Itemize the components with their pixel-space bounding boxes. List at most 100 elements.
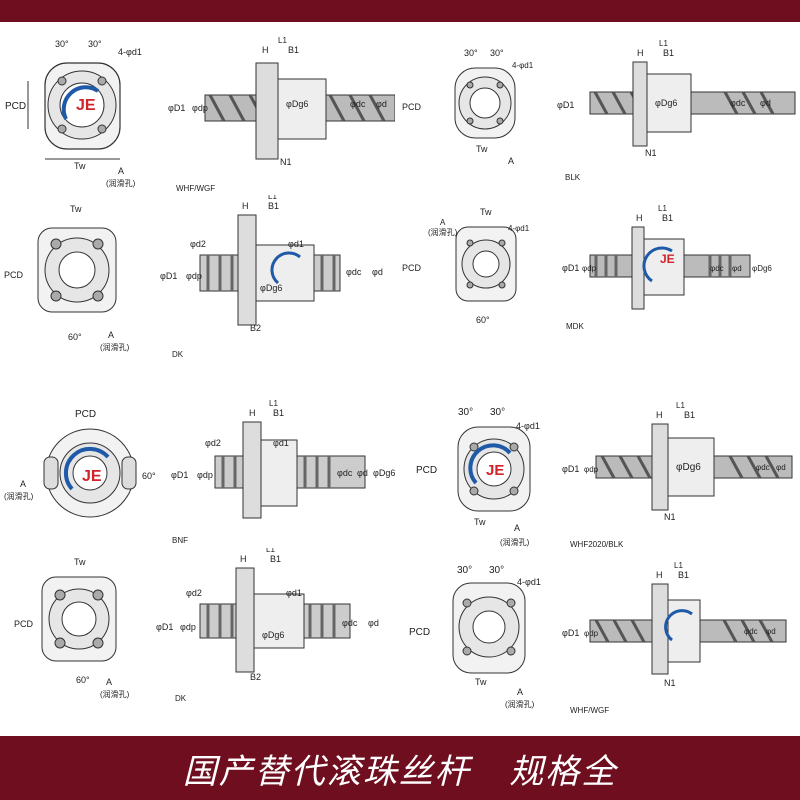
svg-text:L1: L1	[266, 548, 275, 554]
svg-text:30°: 30°	[490, 48, 504, 58]
whf2020-end-view: JE 30° 30° 4-φd1 PCD Tw A (润滑孔)	[416, 407, 540, 547]
svg-text:(润滑孔): (润滑孔)	[505, 699, 535, 709]
svg-text:L1: L1	[676, 401, 685, 410]
svg-text:JE: JE	[82, 468, 102, 485]
caption-bnf: BNF	[172, 536, 188, 545]
svg-text:60°: 60°	[68, 332, 82, 342]
svg-text:B1: B1	[684, 410, 695, 420]
svg-text:φdp: φdp	[584, 465, 599, 474]
svg-text:B1: B1	[273, 408, 284, 418]
caption-dk-2: DK	[175, 694, 187, 703]
caption-whf-wgf: WHF/WGF	[176, 184, 216, 193]
svg-text:φd: φd	[766, 627, 776, 636]
svg-text:B2: B2	[250, 323, 261, 333]
svg-text:30°: 30°	[490, 407, 505, 418]
svg-text:H: H	[656, 570, 663, 580]
svg-text:φdp: φdp	[584, 629, 599, 638]
svg-text:φdc: φdc	[350, 99, 366, 109]
svg-text:Tw: Tw	[474, 517, 486, 527]
svg-text:A: A	[118, 166, 124, 176]
svg-text:Tw: Tw	[74, 557, 86, 567]
svg-text:30°: 30°	[458, 407, 473, 418]
svg-text:H: H	[240, 554, 247, 564]
svg-text:30°: 30°	[88, 39, 102, 49]
svg-text:B1: B1	[663, 48, 674, 58]
svg-text:φD1: φD1	[171, 470, 188, 480]
svg-text:H: H	[636, 213, 643, 223]
caption-dk: DK	[172, 350, 184, 359]
svg-text:φd: φd	[357, 468, 368, 478]
svg-text:φD1: φD1	[562, 263, 579, 273]
bottom-banner: 国产替代滚珠丝杆 规格全	[0, 736, 800, 800]
svg-text:φd2: φd2	[205, 438, 221, 448]
svg-text:φdp: φdp	[186, 271, 202, 281]
svg-text:H: H	[656, 410, 663, 420]
svg-text:φdp: φdp	[197, 470, 213, 480]
svg-text:A: A	[108, 330, 114, 340]
svg-text:φdc: φdc	[342, 618, 358, 628]
svg-text:60°: 60°	[76, 675, 90, 685]
svg-text:(润滑孔): (润滑孔)	[428, 227, 458, 237]
logo-mark: JE	[76, 97, 96, 114]
svg-text:H: H	[262, 45, 269, 55]
svg-text:φDg6: φDg6	[260, 283, 282, 293]
svg-text:φDg6: φDg6	[676, 462, 701, 473]
mdk-side-view: JE H B1 L1 φD1 φdp φdc φd φDg6	[562, 205, 772, 310]
blk-side-view: H B1 L1 φD1 φDg6 φdc φd N1	[557, 40, 796, 158]
svg-text:φD1: φD1	[160, 271, 177, 281]
svg-text:4-φd1: 4-φd1	[512, 61, 534, 70]
svg-text:B1: B1	[678, 570, 689, 580]
svg-text:B1: B1	[662, 213, 673, 223]
svg-text:PCD: PCD	[75, 409, 96, 420]
svg-text:A: A	[106, 677, 112, 687]
svg-text:φD1: φD1	[156, 622, 173, 632]
svg-text:L1: L1	[674, 561, 683, 570]
svg-text:φDg6: φDg6	[373, 468, 395, 478]
svg-text:N1: N1	[645, 148, 657, 158]
svg-text:φd: φd	[376, 99, 387, 109]
svg-text:4-φd1: 4-φd1	[118, 47, 142, 57]
bnf-end-view: JE PCD 60° A (润滑孔)	[4, 409, 156, 518]
svg-text:PCD: PCD	[402, 263, 422, 273]
svg-text:φdc: φdc	[756, 463, 770, 472]
caption-whf-wgf-2: WHF/WGF	[570, 706, 610, 715]
svg-text:(润滑孔): (润滑孔)	[106, 178, 136, 188]
svg-text:N1: N1	[280, 157, 292, 167]
svg-text:φdp: φdp	[582, 264, 597, 273]
svg-text:A: A	[514, 523, 520, 533]
svg-text:B1: B1	[270, 554, 281, 564]
svg-text:L1: L1	[278, 36, 287, 45]
svg-text:(润滑孔): (润滑孔)	[4, 491, 34, 501]
svg-text:φd: φd	[776, 463, 786, 472]
svg-text:φdp: φdp	[180, 622, 196, 632]
svg-text:Tw: Tw	[476, 144, 488, 154]
svg-text:PCD: PCD	[416, 465, 437, 476]
dk-side-view: H B1 L1 φd2 φd1 φD1 φdp φDg6 φdc φd B2	[160, 195, 383, 333]
svg-text:A: A	[517, 687, 523, 697]
svg-text:B2: B2	[250, 672, 261, 682]
dk-end-view: Tw PCD 60° A (润滑孔)	[4, 204, 130, 352]
whf-wgf-side-view: H B1 L1 φD1 φdp φDg6 φdc φd N1	[168, 36, 395, 167]
svg-text:30°: 30°	[464, 48, 478, 58]
svg-text:L1: L1	[659, 40, 668, 48]
svg-text:(润滑孔): (润滑孔)	[500, 537, 530, 547]
svg-text:A: A	[508, 156, 514, 166]
svg-text:φD1: φD1	[562, 628, 579, 638]
svg-text:φDg6: φDg6	[262, 630, 284, 640]
svg-text:PCD: PCD	[5, 101, 26, 112]
svg-text:(润滑孔): (润滑孔)	[100, 342, 130, 352]
dk2-end-view: Tw PCD 60° A (润滑孔)	[14, 557, 130, 699]
svg-text:φd: φd	[732, 264, 742, 273]
svg-text:Tw: Tw	[70, 204, 82, 214]
svg-text:φd1: φd1	[288, 239, 304, 249]
svg-text:30°: 30°	[489, 565, 504, 576]
svg-text:60°: 60°	[142, 471, 156, 481]
svg-text:PCD: PCD	[409, 627, 430, 638]
svg-text:φDg6: φDg6	[286, 99, 308, 109]
banner-slogan: 国产替代滚珠丝杆 规格全	[182, 751, 618, 792]
svg-text:H: H	[242, 201, 249, 211]
svg-text:JE: JE	[660, 252, 675, 266]
svg-text:A: A	[20, 479, 26, 489]
svg-text:φdc: φdc	[730, 98, 746, 108]
svg-text:φdc: φdc	[337, 468, 353, 478]
